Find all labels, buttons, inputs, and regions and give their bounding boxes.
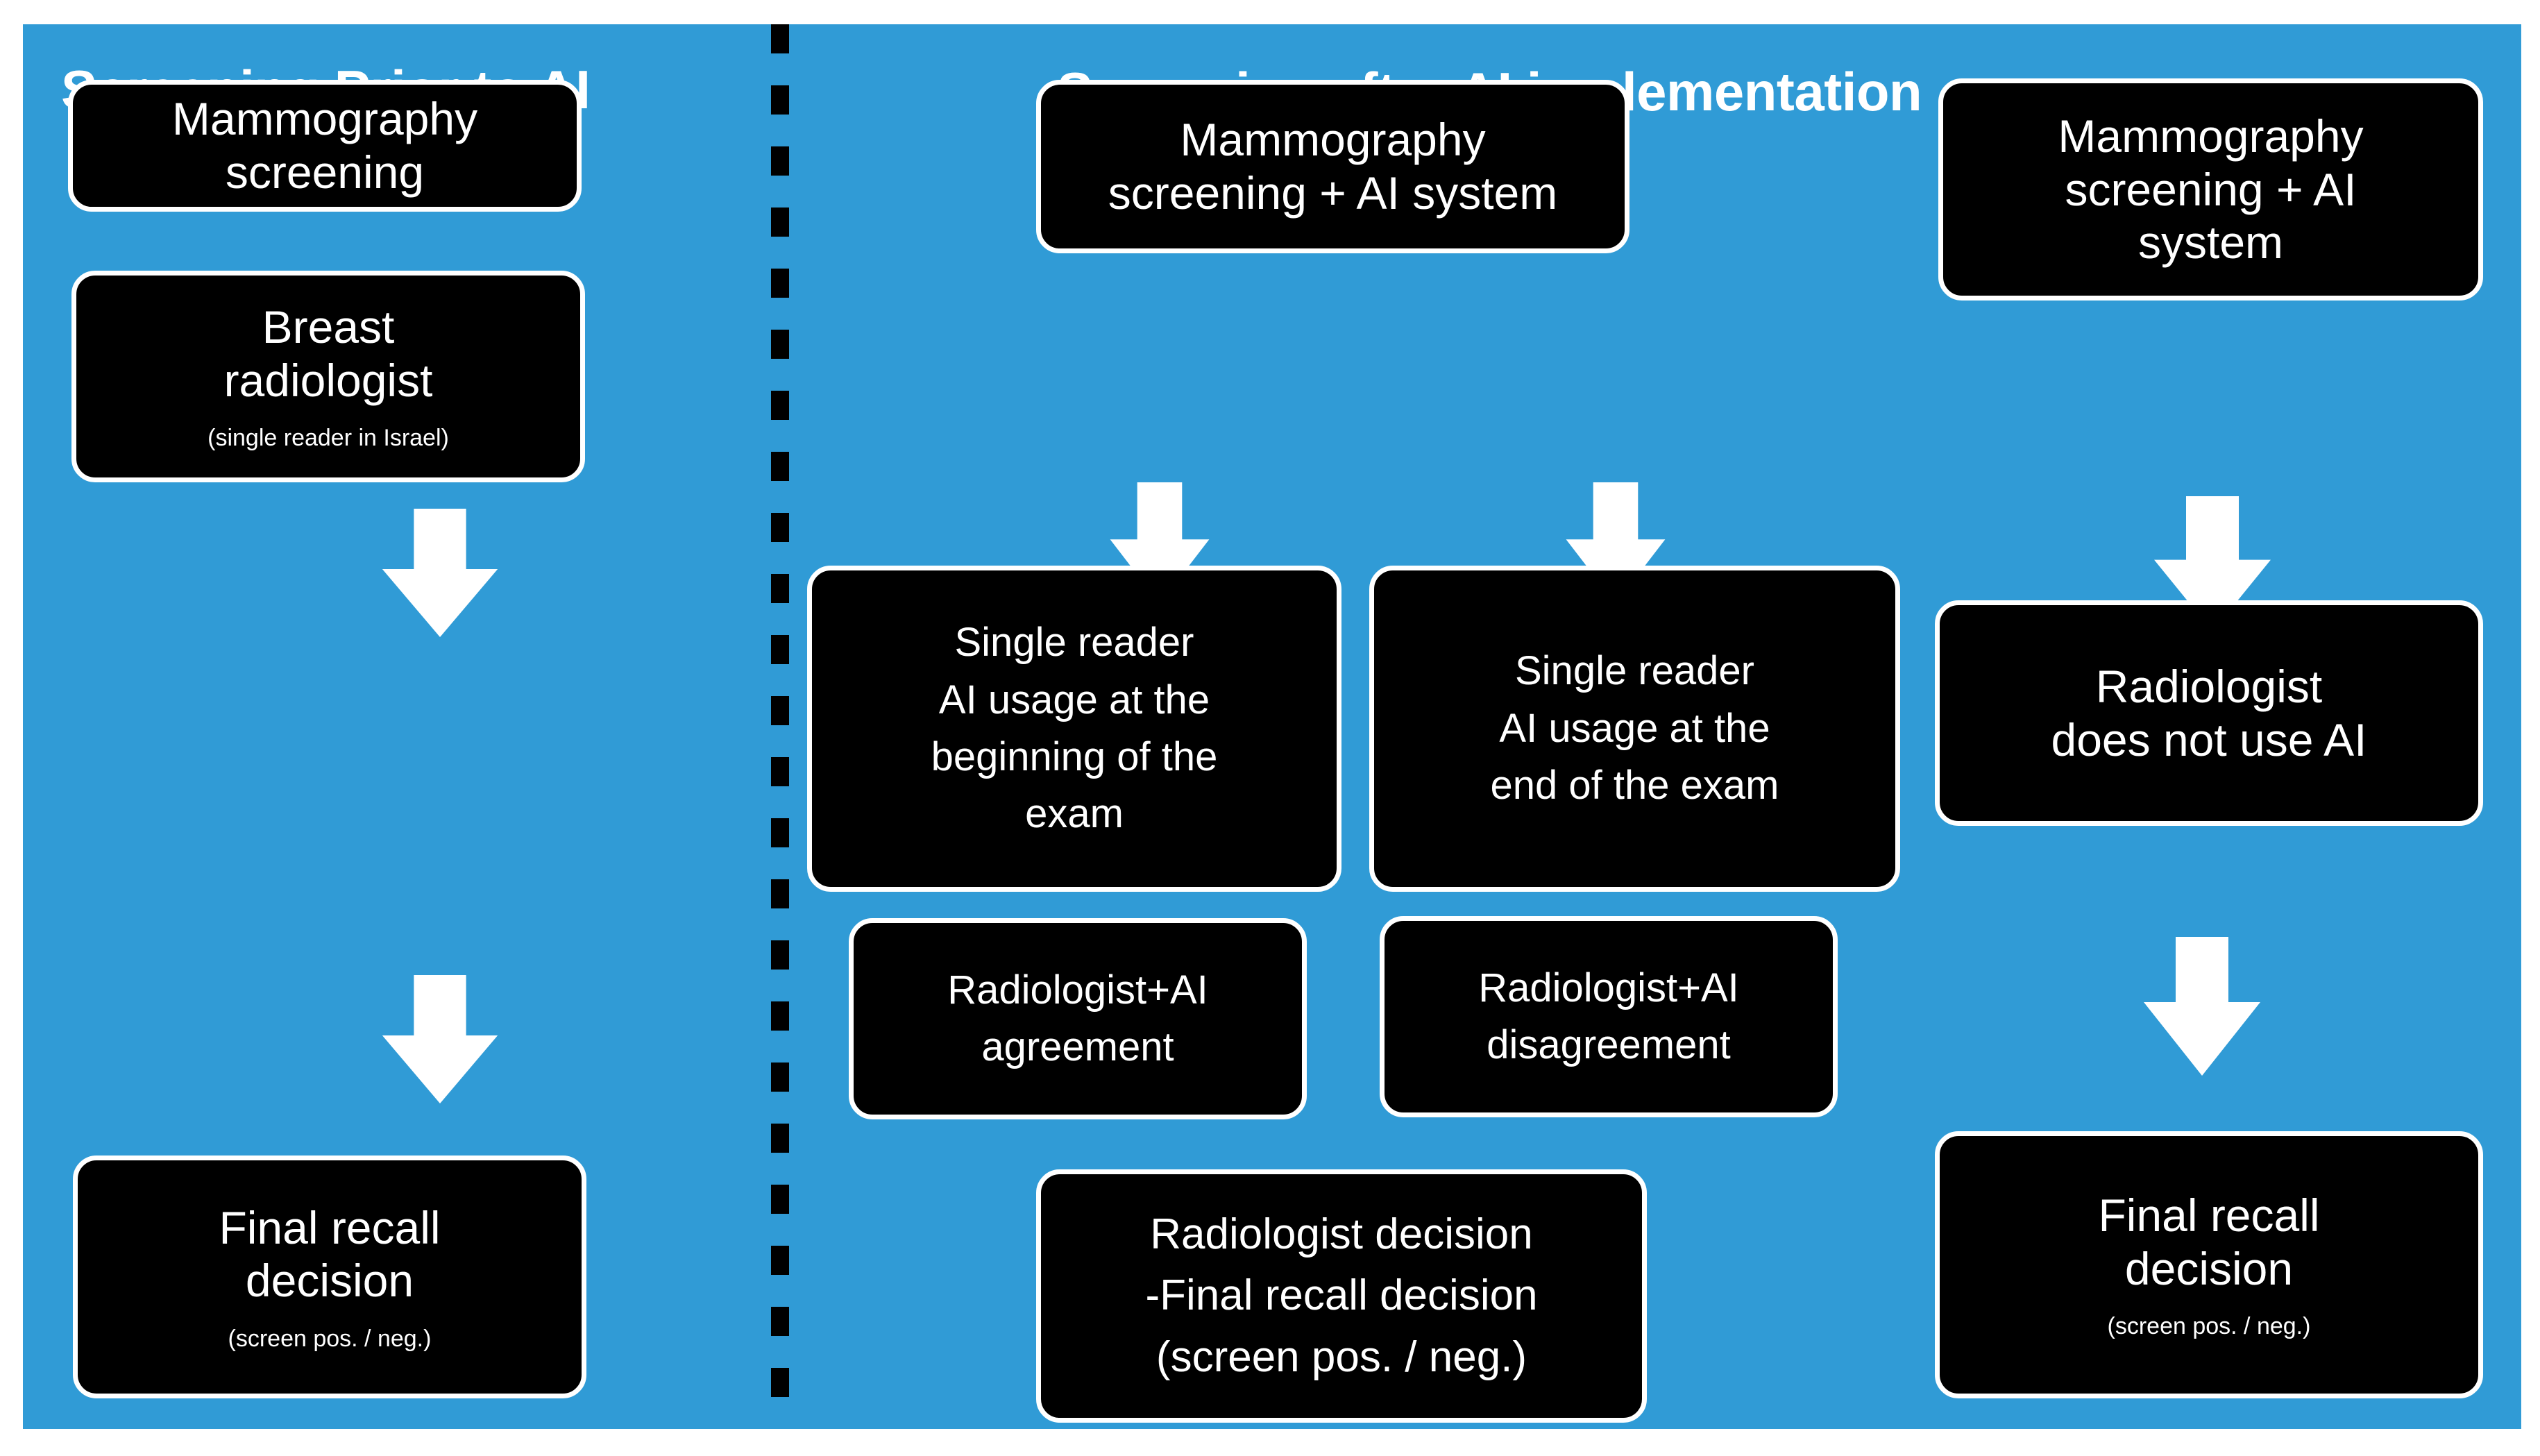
arrow-prior-radiologist-to-final-decision — [371, 975, 509, 1103]
arrow-ai-system-to-radiologist-no-ai — [2143, 496, 2282, 632]
box-label: Radiologist decision -Final recall decis… — [1145, 1210, 1538, 1381]
box-right-final-recall-decision: Final recall decision (screen pos. / neg… — [1935, 1131, 2483, 1398]
box-breast-radiologist: Breast radiologist (single reader in Isr… — [71, 271, 585, 482]
box-label: Mammography screening + AI system — [1108, 114, 1558, 219]
box-prior-final-recall-decision: Final recall decision (screen pos. / neg… — [73, 1156, 586, 1398]
box-mammography-screening-plus-ai-system-right: Mammography screening + AI system — [1938, 78, 2483, 300]
box-radiologist-ai-agreement: Radiologist+AI agreement — [849, 918, 1307, 1119]
box-label: Single reader AI usage at the end of the… — [1490, 648, 1779, 809]
box-mammography-screening-plus-ai-system: Mammography screening + AI system — [1036, 80, 1629, 253]
arrow-ai-system-to-single-reader-beginning — [1101, 482, 1219, 604]
box-label: Final recall decision — [219, 1201, 441, 1307]
box-label: Radiologist+AI disagreement — [1478, 965, 1739, 1067]
box-radiologist-ai-disagreement: Radiologist+AI disagreement — [1380, 916, 1838, 1117]
box-mammography-screening: Mammography screening — [68, 80, 582, 212]
box-label: Mammography screening + AI system — [2058, 110, 2364, 269]
box-sublabel: (screen pos. / neg.) — [228, 1325, 432, 1352]
arrow-radiologist-no-ai-to-final-decision — [2133, 937, 2271, 1076]
diagram-panel: Screening Prior to AI Screening after AI… — [23, 24, 2521, 1429]
box-single-reader-ai-end: Single reader AI usage at the end of the… — [1369, 566, 1900, 892]
box-label: Radiologist does not use AI — [2051, 660, 2367, 765]
box-label: Mammography screening — [171, 93, 478, 198]
box-label: Single reader AI usage at the beginning … — [931, 620, 1218, 837]
box-single-reader-ai-beginning: Single reader AI usage at the beginning … — [807, 566, 1341, 892]
box-radiologist-does-not-use-ai: Radiologist does not use AI — [1935, 600, 2483, 826]
box-label: Radiologist+AI agreement — [947, 967, 1208, 1069]
box-radiologist-decision-final-recall: Radiologist decision -Final recall decis… — [1036, 1169, 1647, 1423]
arrow-prior-mammography-to-radiologist — [371, 509, 509, 637]
box-sublabel: (screen pos. / neg.) — [2107, 1313, 2311, 1340]
arrow-ai-system-to-single-reader-end — [1557, 482, 1675, 604]
box-sublabel: (single reader in Israel) — [208, 425, 449, 452]
box-label: Final recall decision — [2098, 1190, 2320, 1294]
column-divider-dashed-line — [771, 24, 789, 1429]
box-label: Breast radiologist — [223, 301, 433, 406]
